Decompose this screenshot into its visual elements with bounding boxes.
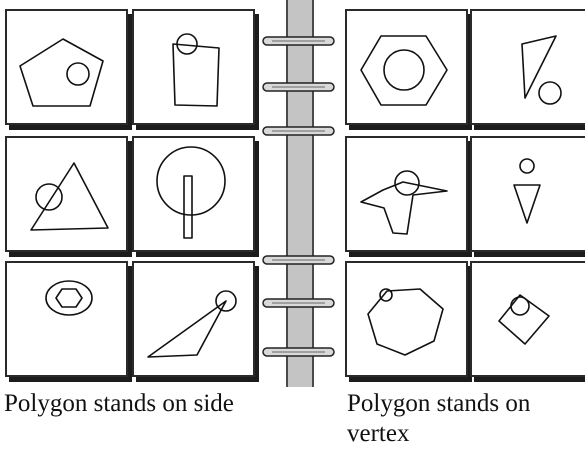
panel-concave-polygon-circle	[345, 136, 468, 252]
panel-pentagon-circle	[5, 9, 128, 125]
binder-ring	[262, 255, 335, 265]
panel-hexagon-circle	[345, 9, 468, 125]
binder-ring	[262, 36, 335, 46]
panel-heptagon-circle	[345, 261, 468, 377]
panel-rectangle-circle	[132, 9, 255, 125]
panel-triangle-vertex-circle	[470, 9, 585, 125]
binder-ring	[262, 82, 335, 92]
panel-diamond-circle	[470, 261, 585, 377]
binder-ring	[262, 126, 335, 136]
binder-spine	[286, 0, 314, 387]
caption-stands-on-vertex: Polygon stands on vertex	[347, 390, 531, 447]
binder-ring	[262, 347, 335, 357]
panel-hexagon-ring	[5, 261, 128, 377]
panel-thin-triangle-circle	[132, 261, 255, 377]
panel-circle-bar	[132, 136, 255, 252]
panel-inverted-triangle-circle	[470, 136, 585, 252]
caption-stands-on-side: Polygon stands on side	[4, 390, 234, 417]
panel-triangle-circle	[5, 136, 128, 252]
binder-ring	[262, 298, 335, 308]
